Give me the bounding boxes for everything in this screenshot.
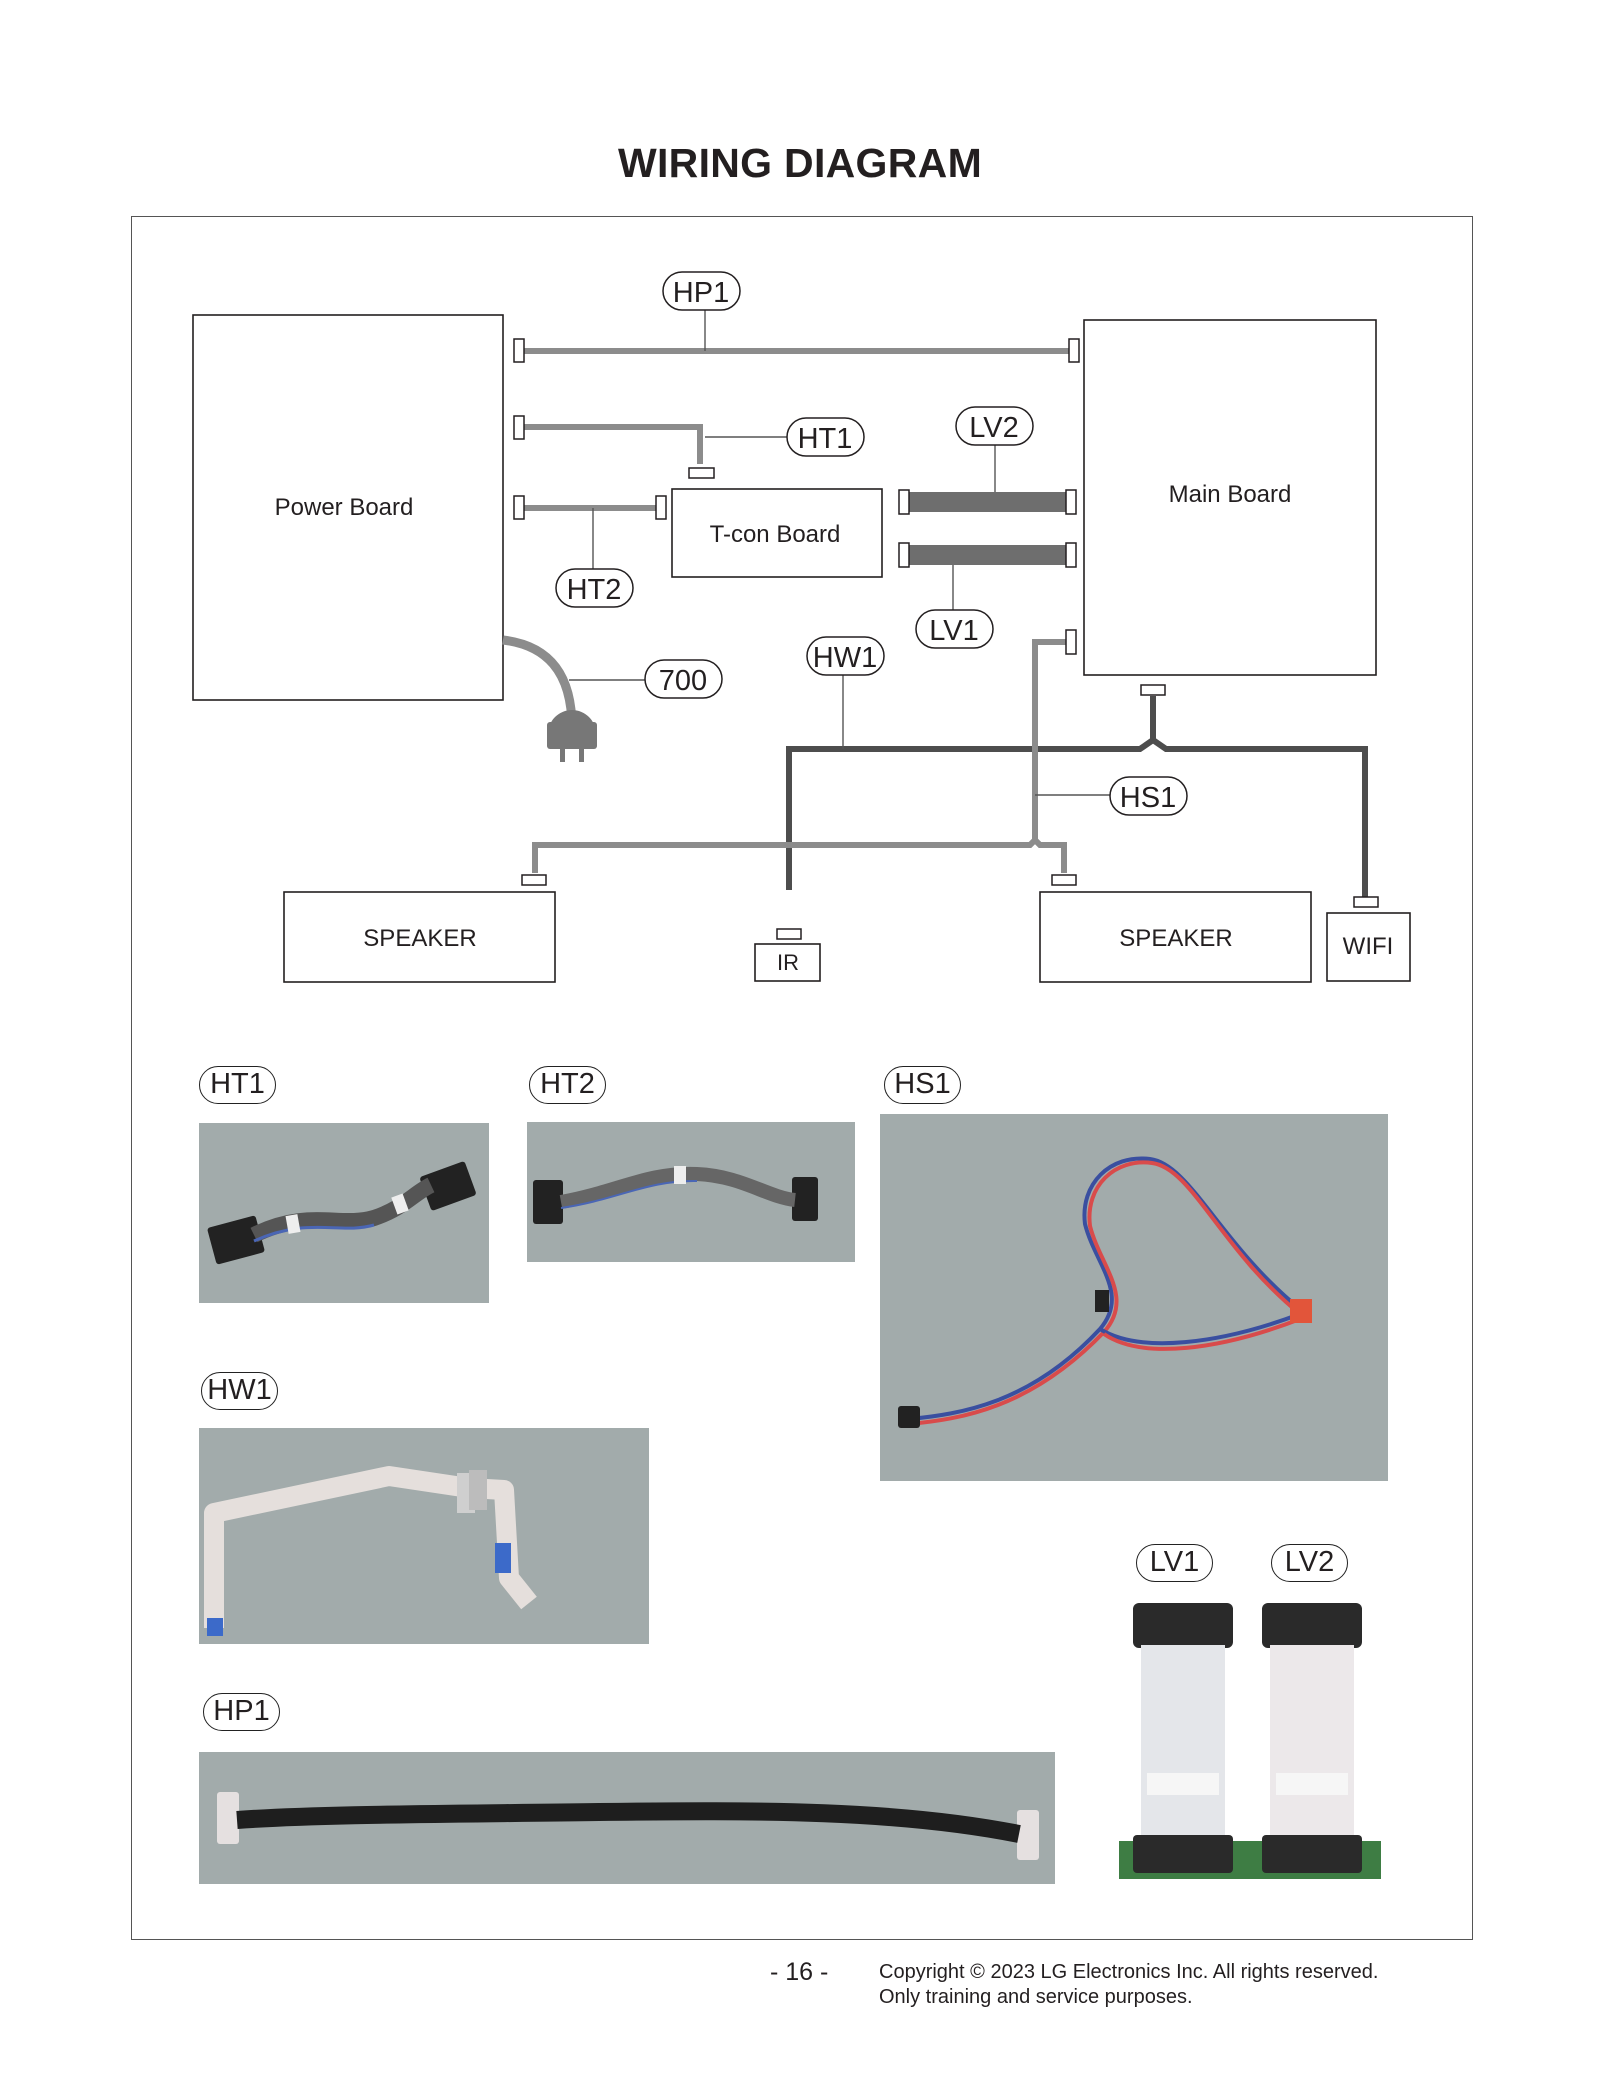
tcon-board: T-con Board — [671, 488, 883, 578]
ht1-connector-tcon — [688, 467, 715, 479]
hs1-connector-speaker-right — [1051, 874, 1077, 886]
power-board: Power Board — [192, 314, 504, 701]
hp1-connector-power — [513, 338, 525, 363]
ht1-connector-power — [513, 415, 525, 440]
photo-label-ht2: HT2 — [529, 1066, 606, 1104]
copyright-notice: Copyright © 2023 LG Electronics Inc. All… — [879, 1960, 1378, 2010]
lv2-cable — [898, 445, 1077, 515]
speaker-right: SPEAKER — [1039, 891, 1312, 983]
wifi-label: WIFI — [1343, 933, 1394, 960]
copyright-line-2: Only training and service purposes. — [879, 1986, 1193, 2008]
photo-hs1-cable — [880, 1114, 1388, 1481]
photo-label-lv2: LV2 — [1271, 1544, 1348, 1582]
ht1-cable — [513, 415, 787, 479]
page-title: WIRING DIAGRAM — [617, 140, 983, 186]
svg-text:HW1: HW1 — [813, 642, 877, 674]
power-board-label: Power Board — [275, 494, 414, 521]
svg-text:HP1: HP1 — [673, 277, 729, 309]
copyright-line-1: Copyright © 2023 LG Electronics Inc. All… — [879, 1961, 1379, 1983]
label-ht2: HT2 — [555, 568, 634, 608]
photo-label-hs1: HS1 — [884, 1066, 961, 1104]
ht2-connector-power — [513, 495, 525, 520]
photo-hp1-cable — [199, 1752, 1055, 1884]
svg-text:700: 700 — [659, 665, 707, 697]
label-hw1: HW1 — [806, 636, 885, 676]
photo-label-ht1: HT1 — [199, 1066, 276, 1104]
hw1-connector-wifi — [1353, 896, 1379, 908]
speaker-right-label: SPEAKER — [1119, 925, 1232, 952]
svg-text:LV1: LV1 — [929, 615, 978, 647]
label-700: 700 — [644, 659, 723, 699]
hw1-connector-main — [1140, 684, 1166, 696]
hs1-cable — [521, 629, 1110, 886]
svg-text:HT1: HT1 — [798, 423, 853, 455]
photo-lv-cables — [1119, 1603, 1381, 1879]
main-board-label: Main Board — [1169, 481, 1292, 508]
main-board: Main Board — [1083, 319, 1377, 676]
hs1-connector-speaker-left — [521, 874, 547, 886]
photo-label-lv1: LV1 — [1136, 1544, 1213, 1582]
hp1-connector-main — [1068, 338, 1080, 363]
lv1-cable — [898, 542, 1077, 612]
photo-label-hw1: HW1 — [201, 1372, 278, 1410]
label-hp1: HP1 — [662, 271, 741, 311]
hs1-connector-main — [1065, 629, 1077, 655]
label-lv1: LV1 — [915, 609, 994, 649]
svg-text:HS1: HS1 — [1120, 782, 1176, 814]
ht2-cable — [513, 495, 667, 570]
hp1-cable — [513, 310, 1080, 363]
photo-ht1-cable — [199, 1123, 489, 1303]
ir-board: IR — [754, 943, 821, 982]
diagram-frame — [131, 216, 1473, 1940]
svg-text:HT2: HT2 — [567, 574, 622, 606]
label-lv2: LV2 — [955, 406, 1034, 446]
speaker-left-label: SPEAKER — [363, 925, 476, 952]
hw1-connector-ir — [776, 928, 802, 940]
power-cord — [502, 635, 645, 762]
page-number: - 16 - — [770, 1958, 829, 1986]
speaker-left: SPEAKER — [283, 891, 556, 983]
hw1-cable — [776, 673, 1379, 940]
svg-text:LV2: LV2 — [969, 412, 1018, 444]
label-hs1: HS1 — [1109, 776, 1188, 816]
photo-ht2-cable — [527, 1122, 855, 1262]
label-ht1: HT1 — [786, 417, 865, 457]
ht2-connector-tcon — [655, 495, 667, 520]
photo-label-hp1: HP1 — [203, 1693, 280, 1731]
photo-hw1-cable — [199, 1428, 649, 1644]
tcon-board-label: T-con Board — [710, 521, 841, 548]
ir-label: IR — [777, 950, 799, 975]
wifi-module: WIFI — [1326, 912, 1411, 982]
